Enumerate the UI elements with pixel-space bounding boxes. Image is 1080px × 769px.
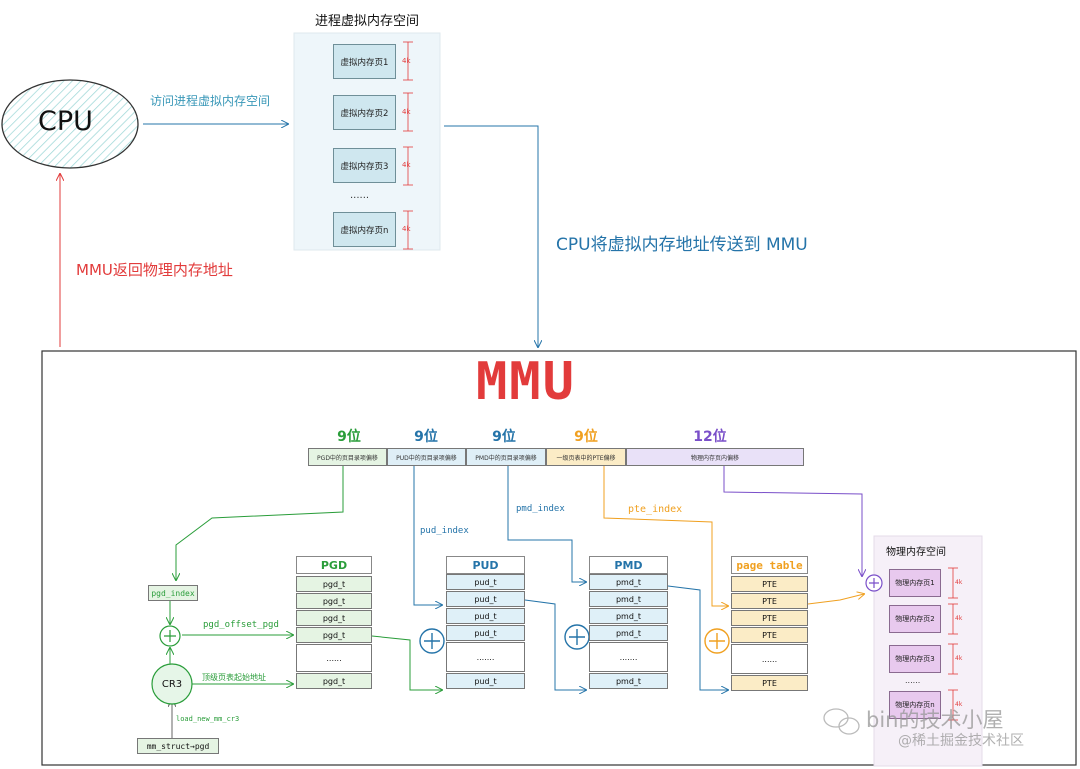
- size-label: 4k: [402, 57, 411, 65]
- pmd-entry: pmd_t: [589, 574, 668, 590]
- size-label: 4k: [402, 161, 411, 169]
- pmd-index-label: pmd_index: [516, 504, 565, 514]
- virtual-ellipsis: ......: [350, 190, 370, 201]
- virtual-space-title: 进程虚拟内存空间: [315, 14, 420, 29]
- pte-ellipsis: ......: [731, 644, 808, 674]
- field-pgd: PGD中的页目录项偏移: [308, 448, 387, 466]
- physical-page: 物理内存页3: [889, 645, 941, 673]
- transfer-label: CPU将虚拟内存地址传送到 MMU: [556, 235, 808, 255]
- cr3-circle: [151, 663, 193, 705]
- load-cr3-label: load_new_mm_cr3: [176, 715, 240, 723]
- pud-entry: pud_t: [446, 608, 525, 624]
- pgd-entry: pgd_t: [296, 593, 372, 609]
- pte-entry: PTE: [731, 576, 808, 592]
- pmd-entry: pmd_t: [589, 625, 668, 641]
- mmu-title: MMU: [476, 352, 576, 412]
- plus-circles: [159, 574, 883, 654]
- virtual-page: 虚拟内存页1: [333, 44, 396, 79]
- size-label: 4k: [955, 701, 963, 708]
- pgd-bits: 9位: [337, 429, 361, 445]
- mm-struct-box: mm_struct→pgd: [137, 738, 219, 754]
- return-label: MMU返回物理内存地址: [76, 261, 233, 279]
- virtual-page: 虚拟内存页n: [333, 212, 396, 247]
- field-offset: 物理内存页内偏移: [626, 448, 804, 466]
- pgd-offset-label: pgd_offset_pgd: [203, 620, 279, 630]
- pud-ellipsis: .......: [446, 642, 525, 672]
- pte-entry: PTE: [731, 627, 808, 643]
- physical-page: 物理内存页2: [889, 605, 941, 633]
- pgd-entry: pgd_t: [296, 576, 372, 592]
- pte-entry: PTE: [731, 610, 808, 626]
- pud-bits: 9位: [414, 429, 438, 445]
- pmd-entry: pmd_t: [589, 673, 668, 689]
- pgd-ellipsis: ......: [296, 644, 372, 672]
- virtual-page: 虚拟内存页2: [333, 95, 396, 130]
- pgd-entry: pgd_t: [296, 627, 372, 643]
- pte-bits: 9位: [574, 429, 598, 445]
- mmu-frame: [41, 350, 1077, 766]
- pmd-ellipsis: .......: [589, 642, 668, 672]
- pte-index-label: pte_index: [628, 504, 683, 515]
- pgd-index-box: pgd_index: [148, 585, 198, 601]
- field-pte: 一级页表中的PTE偏移: [546, 448, 626, 466]
- page-table-title: page table: [731, 556, 808, 574]
- pmd-entry: pmd_t: [589, 608, 668, 624]
- size-label: 4k: [402, 108, 411, 116]
- pud-title: PUD: [446, 556, 525, 574]
- size-label: 4k: [955, 615, 963, 622]
- wechat-icon: [823, 708, 860, 735]
- field-pmd: PMD中的页目录项偏移: [466, 448, 546, 466]
- size-label: 4k: [955, 579, 963, 586]
- physical-page: 物理内存页n: [889, 691, 941, 719]
- watermark-subtitle: @稀土掘金技术社区: [898, 733, 1024, 749]
- watermark-title: bin的技术小屋: [866, 708, 1004, 732]
- cpu-label: CPU: [38, 106, 93, 137]
- cpu-ellipse: [1, 79, 139, 169]
- physical-space-title: 物理内存空间: [886, 547, 946, 558]
- pud-entry: pud_t: [446, 574, 525, 590]
- pte-entry: PTE: [731, 593, 808, 609]
- pud-entry: pud_t: [446, 625, 525, 641]
- access-label: 访问进程虚拟内存空间: [150, 94, 271, 108]
- offset-bits: 12位: [693, 429, 727, 445]
- pmd-entry: pmd_t: [589, 591, 668, 607]
- size-label: 4k: [402, 225, 411, 233]
- cr3-desc: 顶级页表起始地址: [202, 673, 266, 682]
- pud-entry: pud_t: [446, 591, 525, 607]
- pud-index-label: pud_index: [420, 526, 469, 536]
- pte-entry: PTE: [731, 675, 808, 691]
- pud-entry: pud_t: [446, 673, 525, 689]
- pmd-bits: 9位: [492, 429, 516, 445]
- physical-page: 物理内存页1: [889, 569, 941, 597]
- pgd-entry: pgd_t: [296, 610, 372, 626]
- pgd-entry: pgd_t: [296, 673, 372, 689]
- cr3-label: CR3: [161, 678, 183, 690]
- pgd-title: PGD: [296, 556, 372, 574]
- virtual-page: 虚拟内存页3: [333, 148, 396, 183]
- size-label: 4k: [955, 655, 963, 662]
- field-pud: PUD中的页目录项偏移: [387, 448, 466, 466]
- pmd-title: PMD: [589, 556, 668, 574]
- physical-ellipsis: ......: [905, 676, 921, 685]
